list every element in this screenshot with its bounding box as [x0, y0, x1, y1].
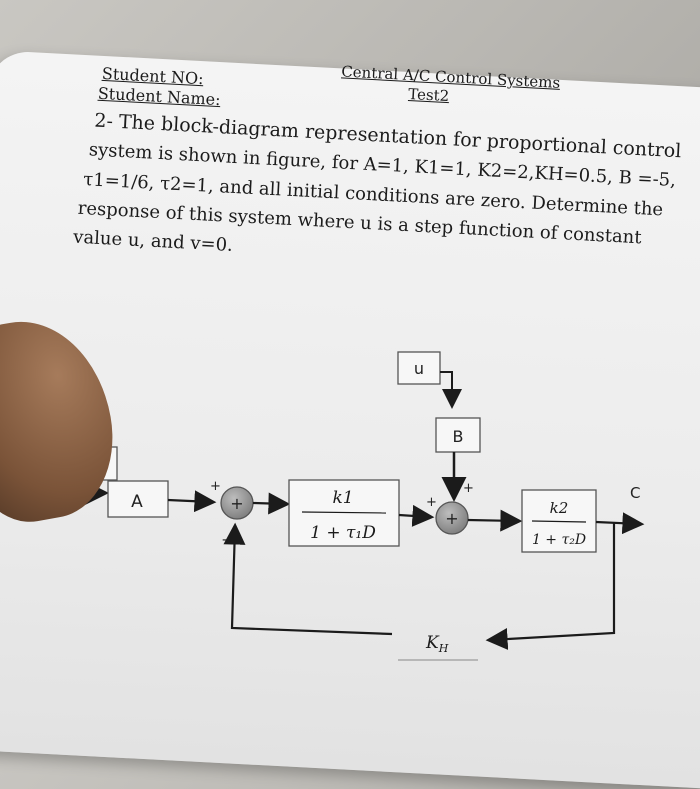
u-input-box	[397, 351, 441, 385]
summing-junction-2	[435, 501, 469, 535]
a-block	[107, 480, 169, 518]
sum2-sign-left: +	[426, 495, 437, 510]
feedback-gain-label: KH	[425, 633, 449, 655]
k1-numerator: k1	[332, 488, 353, 508]
sum1-sign-top: +	[210, 479, 221, 494]
sum1-sign-bottom: -	[222, 532, 227, 548]
output-c-label: C	[630, 484, 640, 502]
block-diagram: u B + V A + - + k1 1 + τ₁D + + k2 1 + τ₂…	[50, 351, 645, 661]
sum1-plus: +	[230, 494, 243, 513]
u-label: u	[414, 359, 424, 378]
b-label: B	[453, 427, 464, 446]
feedback-path-right	[485, 523, 616, 650]
feedback-path-left	[223, 522, 393, 636]
sum2-sign-top: +	[463, 481, 474, 496]
k1-denominator: 1 + τ₁D	[310, 523, 376, 543]
sum2-plus: +	[445, 509, 458, 528]
k2-numerator: k2	[550, 499, 569, 517]
b-block	[435, 417, 481, 453]
a-label: A	[131, 492, 143, 512]
k2-denominator: 1 + τ₂D	[532, 532, 586, 548]
